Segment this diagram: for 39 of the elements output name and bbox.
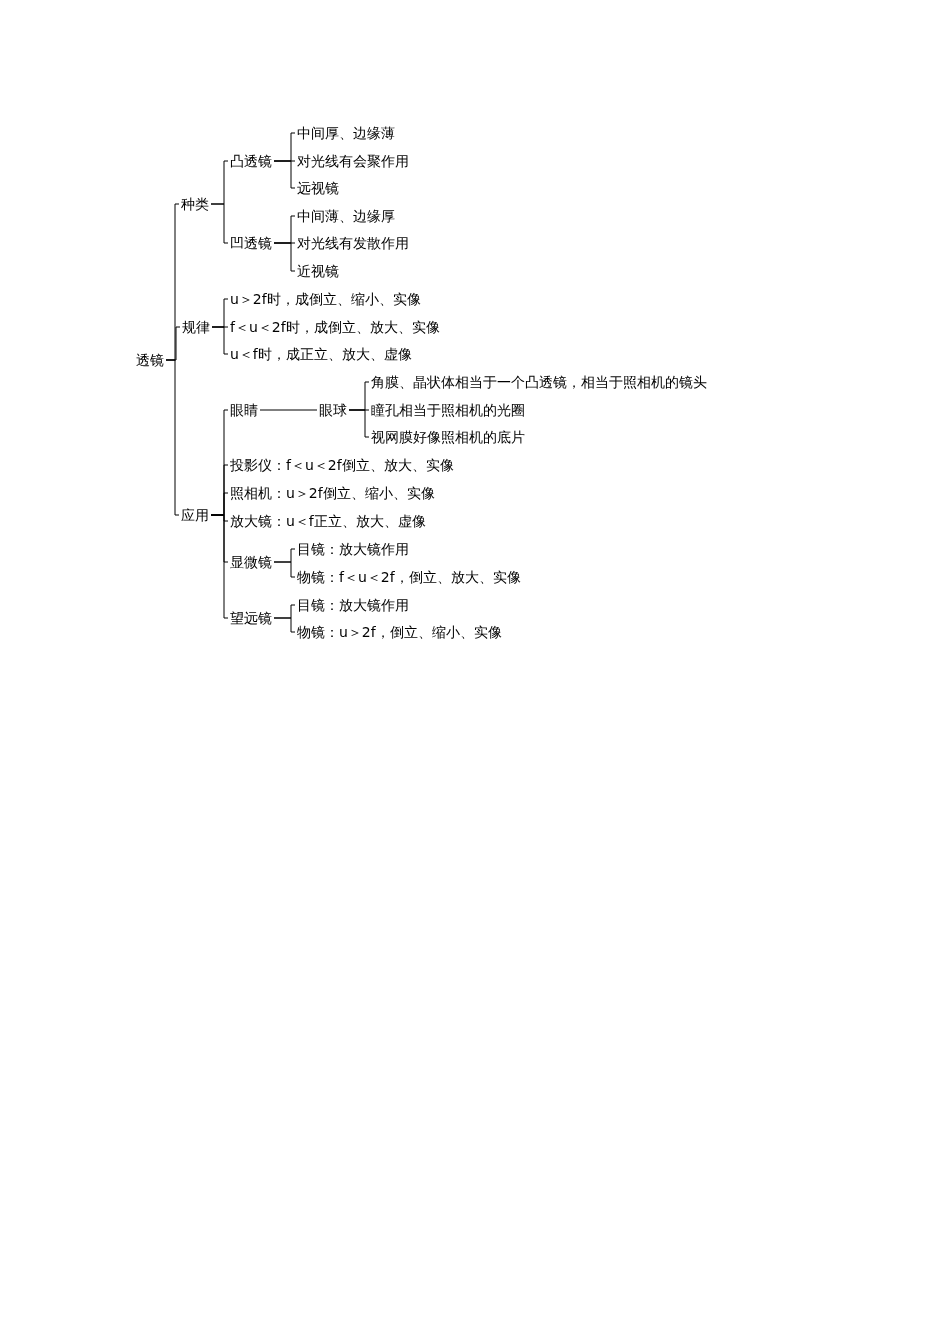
branch-label: 望远镜 <box>229 609 273 627</box>
branch-label: f＜u＜2f时，成倒立、放大、实像 <box>229 318 441 336</box>
branch-label: 凹透镜 <box>229 234 273 252</box>
branch-label: 眼球 <box>318 401 348 419</box>
connector-line <box>210 514 229 619</box>
branch-label: 物镜：f＜u＜2f，倒立、放大、实像 <box>296 568 522 586</box>
connector-line <box>273 160 296 189</box>
connector-line <box>210 203 229 244</box>
branch-label: 对光线有发散作用 <box>296 234 410 252</box>
branch-label: 目镜：放大镜作用 <box>296 540 410 558</box>
branch-label: 角膜、晶状体相当于一个凸透镜，相当于照相机的镜头 <box>370 373 708 391</box>
connector-line <box>348 409 370 438</box>
branch-label: 规律 <box>181 318 211 336</box>
branch-label: 对光线有会聚作用 <box>296 152 410 170</box>
branch-label: 中间厚、边缘薄 <box>296 124 396 142</box>
branch-label: 投影仪：f＜u＜2f倒立、放大、实像 <box>229 456 455 474</box>
connector-line <box>211 326 229 355</box>
connector-line <box>273 617 296 633</box>
branch-label: 显微镜 <box>229 553 273 571</box>
branch-label: 眼睛 <box>229 401 259 419</box>
branch-label: 近视镜 <box>296 262 340 280</box>
branch-label: 透镜 <box>135 351 165 369</box>
connector-line <box>273 242 296 272</box>
branch-label: 放大镜：u＜f正立、放大、虚像 <box>229 512 427 530</box>
branch-label: u＜f时，成正立、放大、虚像 <box>229 345 413 363</box>
branch-label: 目镜：放大镜作用 <box>296 596 410 614</box>
branch-label: 中间薄、边缘厚 <box>296 207 396 225</box>
connector-line <box>273 561 296 578</box>
branch-label: 应用 <box>180 506 210 524</box>
connector-line <box>165 359 180 516</box>
branch-label: u＞2f时，成倒立、缩小、实像 <box>229 290 422 308</box>
branch-label: 瞳孔相当于照相机的光圈 <box>370 401 526 419</box>
branch-label: 物镜：u＞2f，倒立、缩小、实像 <box>296 623 503 641</box>
branch-label: 照相机：u＞2f倒立、缩小、实像 <box>229 484 436 502</box>
branch-label: 凸透镜 <box>229 152 273 170</box>
branch-label: 视网膜好像照相机的底片 <box>370 428 526 446</box>
branch-label: 远视镜 <box>296 179 340 197</box>
connector-line <box>259 409 318 411</box>
branch-label: 种类 <box>180 195 210 213</box>
